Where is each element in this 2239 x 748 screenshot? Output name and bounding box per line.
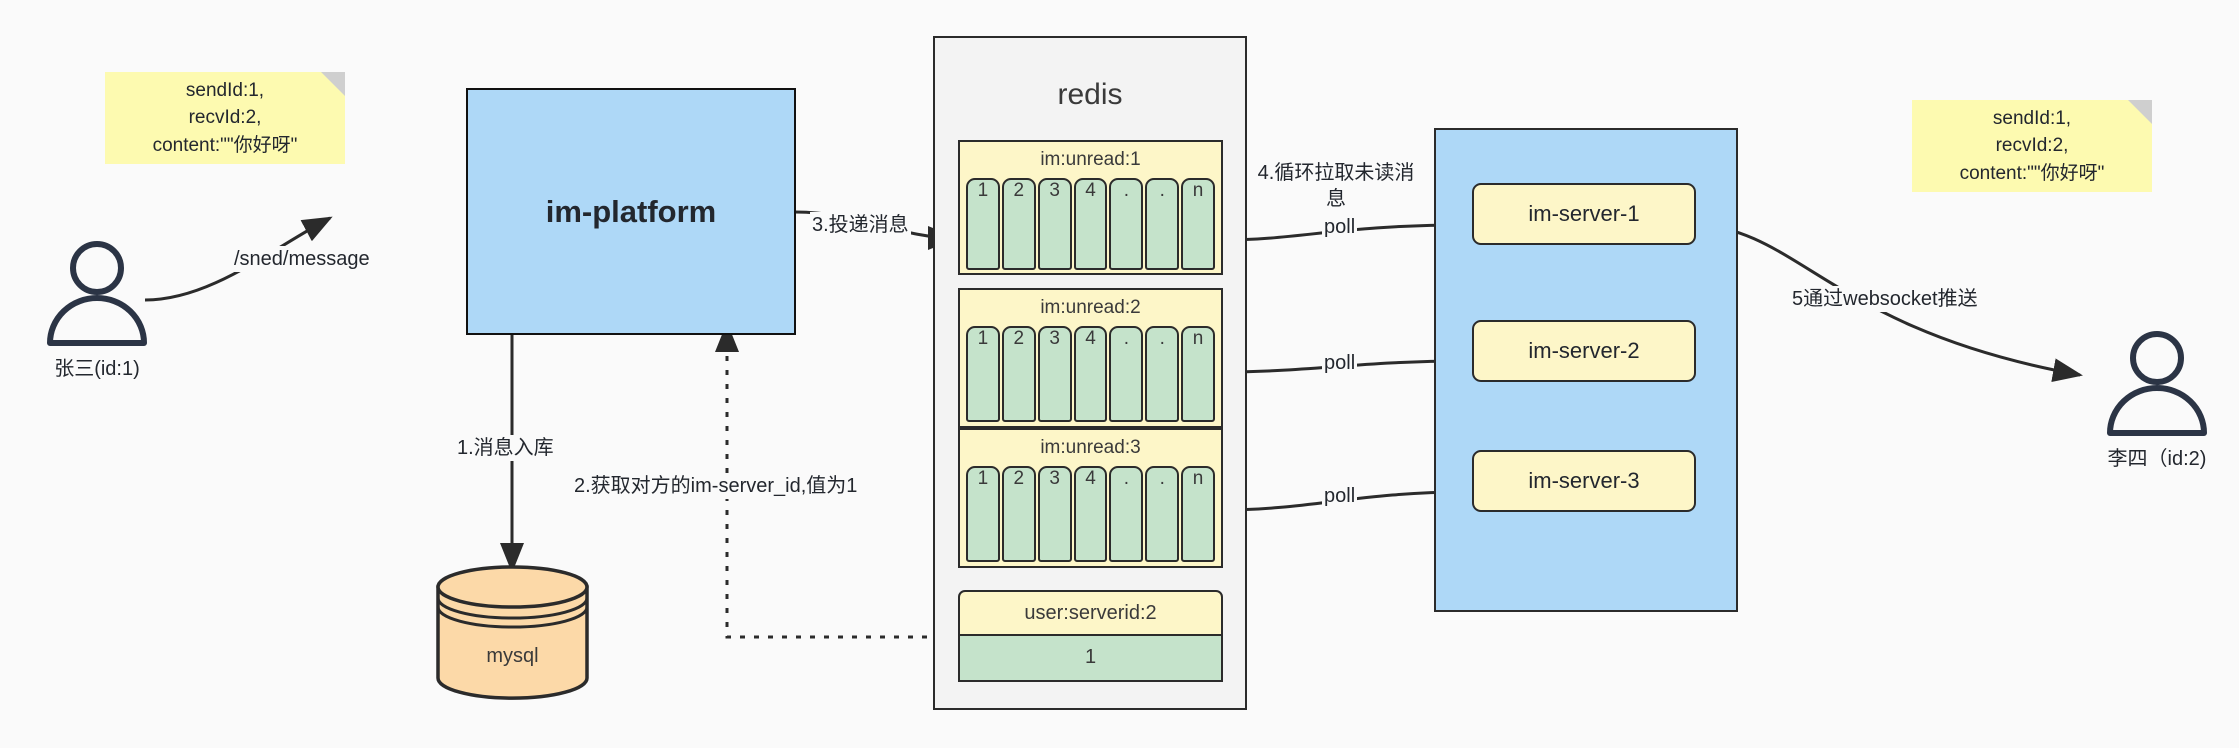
im-server-2-node[interactable]: im-server-2 — [1472, 320, 1696, 382]
edge-label-step2: 2.获取对方的im-server_id,值为1 — [572, 473, 860, 499]
im-platform-node[interactable]: im-platform — [466, 88, 796, 335]
redis-cell[interactable]: n — [1181, 466, 1216, 562]
im-server-2-label: im-server-2 — [1528, 338, 1640, 363]
redis-list-cells: 1 2 3 4 . . n — [966, 466, 1216, 562]
message-payload-note-left: sendId:1, recvId:2, content:""你好呀" — [105, 72, 345, 164]
im-server-1-node[interactable]: im-server-1 — [1472, 183, 1696, 245]
actor-sender-label: 张三(id:1) — [54, 358, 140, 380]
user-icon — [47, 241, 147, 346]
redis-title: redis — [1057, 78, 1123, 111]
redis-list-key: im:unread:2 — [1040, 297, 1141, 318]
redis-cell[interactable]: 3 — [1037, 178, 1072, 270]
redis-kv-key: user:serverid:2 — [958, 590, 1223, 636]
redis-cell[interactable]: . — [1145, 326, 1180, 422]
im-server-1-label: im-server-1 — [1528, 201, 1640, 226]
redis-cell[interactable]: 4 — [1073, 178, 1108, 270]
actor-sender: 张三(id:1) — [32, 240, 162, 380]
redis-cell[interactable]: 1 — [966, 178, 1000, 270]
edge-label-step3: 3.投递消息 — [810, 212, 911, 238]
redis-kv-user-serverid[interactable]: user:serverid:2 1 — [958, 590, 1223, 682]
actor-receiver: 李四（id:2) — [2092, 330, 2222, 470]
edge-label-poll-1: poll — [1322, 214, 1358, 240]
im-server-3-node[interactable]: im-server-3 — [1472, 450, 1696, 512]
redis-cell[interactable]: 2 — [1001, 326, 1036, 422]
redis-cell[interactable]: . — [1145, 178, 1180, 270]
note-fold-corner — [321, 72, 345, 96]
redis-cell[interactable]: . — [1109, 178, 1144, 270]
edge-label-step4: 4.循环拉取未读消息 — [1253, 160, 1419, 212]
edge-label-step5: 5通过websocket推送 — [1790, 286, 1980, 312]
actor-receiver-label: 李四（id:2) — [2107, 448, 2207, 470]
im-server-3-label: im-server-3 — [1528, 468, 1640, 493]
redis-list-key: im:unread:3 — [1040, 437, 1141, 458]
redis-cell[interactable]: . — [1109, 466, 1144, 562]
mysql-database-node[interactable]: mysql — [430, 565, 595, 700]
cylinder-database-icon — [436, 565, 589, 700]
mysql-label: mysql — [486, 645, 539, 667]
redis-list-im-unread-3[interactable]: im:unread:3 1 2 3 4 . . n — [958, 428, 1223, 568]
redis-cell[interactable]: . — [1109, 326, 1144, 422]
redis-cell[interactable]: n — [1181, 178, 1216, 270]
redis-cell[interactable]: 1 — [966, 326, 1000, 422]
redis-list-im-unread-1[interactable]: im:unread:1 1 2 3 4 . . n — [958, 140, 1223, 275]
redis-cell[interactable]: 3 — [1037, 466, 1072, 562]
note-text: sendId:1, recvId:2, content:""你好呀" — [152, 79, 298, 156]
redis-cell[interactable]: 1 — [966, 466, 1000, 562]
redis-cell[interactable]: 3 — [1037, 326, 1072, 422]
redis-list-cells: 1 2 3 4 . . n — [966, 178, 1216, 270]
redis-cell[interactable]: 2 — [1001, 466, 1036, 562]
redis-cell[interactable]: n — [1181, 326, 1216, 422]
redis-cell[interactable]: . — [1145, 466, 1180, 562]
edge-label-send-message: /sned/message — [232, 246, 372, 272]
redis-kv-value: 1 — [958, 636, 1223, 682]
edge-label-step1: 1.消息入库 — [455, 435, 556, 461]
redis-cell[interactable]: 4 — [1073, 466, 1108, 562]
user-icon — [2107, 331, 2207, 436]
redis-cell[interactable]: 4 — [1073, 326, 1108, 422]
note-fold-corner — [2128, 100, 2152, 124]
note-text: sendId:1, recvId:2, content:""你好呀" — [1959, 107, 2105, 184]
redis-list-im-unread-2[interactable]: im:unread:2 1 2 3 4 . . n — [958, 288, 1223, 428]
im-platform-label: im-platform — [545, 193, 717, 229]
redis-cell[interactable]: 2 — [1001, 178, 1036, 270]
message-payload-note-right: sendId:1, recvId:2, content:""你好呀" — [1912, 100, 2152, 192]
redis-list-cells: 1 2 3 4 . . n — [966, 326, 1216, 422]
redis-list-key: im:unread:1 — [1040, 149, 1141, 170]
edge-label-poll-2: poll — [1322, 350, 1358, 376]
edge-label-poll-3: poll — [1322, 483, 1358, 509]
